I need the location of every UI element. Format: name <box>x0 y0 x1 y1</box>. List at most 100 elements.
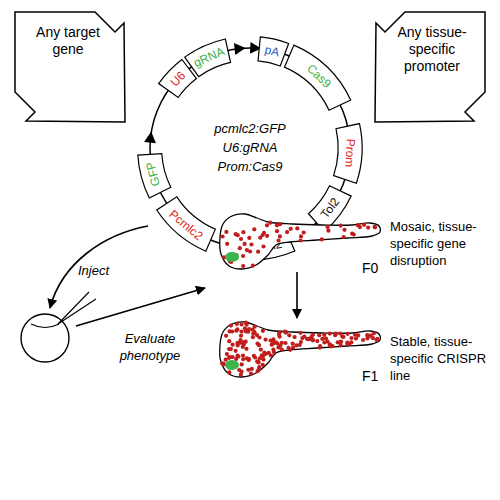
cell-dot <box>317 333 321 337</box>
cell-dot <box>267 351 271 355</box>
cell-dot <box>247 358 251 362</box>
cell-dot <box>283 341 287 345</box>
element-arc <box>279 40 356 116</box>
cell-dot <box>271 348 275 352</box>
cell-dot <box>342 228 346 232</box>
cell-dot <box>257 335 261 339</box>
element-name: Prom <box>336 126 363 181</box>
cell-dot <box>245 248 249 252</box>
cell-dot <box>259 348 263 352</box>
cell-dot <box>361 338 365 342</box>
generation-label: F0 <box>362 260 378 276</box>
cell-dot <box>261 233 265 237</box>
cell-dot <box>299 340 303 344</box>
cell-dot <box>251 335 255 339</box>
cell-dot <box>295 226 299 230</box>
larva-outline: F0 <box>212 210 382 272</box>
cell-dot <box>333 333 337 337</box>
cell-dot <box>240 322 244 326</box>
cell-dot <box>252 330 256 334</box>
injection-needle <box>58 299 96 324</box>
cell-dot <box>298 331 302 335</box>
cell-dot <box>299 234 303 238</box>
cell-dot <box>353 333 357 337</box>
cell-dot <box>244 347 248 351</box>
cell-dot <box>291 342 295 346</box>
node-label: pcmlc2:GFP U6:gRNA Prom:Cas9 <box>210 119 290 176</box>
cell-dot <box>367 334 371 338</box>
cell-dot <box>373 225 377 229</box>
cell-dot <box>299 238 303 242</box>
cell-dot <box>241 341 245 345</box>
cell-dot <box>366 226 370 230</box>
inject-arrow <box>50 226 148 308</box>
cell-dot <box>237 368 241 372</box>
cell-dot <box>294 343 298 347</box>
cell-dot <box>261 244 265 248</box>
cell-dot <box>349 336 353 340</box>
cell-dot <box>250 367 254 371</box>
cell-dot <box>328 332 332 336</box>
cell-dot <box>234 357 238 361</box>
block-arrow-shape <box>15 12 125 122</box>
cell-dot <box>318 344 322 348</box>
plasmid-element: Prom <box>336 126 363 181</box>
cell-dot <box>326 225 330 229</box>
cell-dot <box>320 237 324 241</box>
node-label: Any target gene <box>35 24 101 58</box>
cell-dot <box>252 227 256 231</box>
cell-dot <box>239 329 243 333</box>
element-name: pA <box>257 36 288 65</box>
element-arc <box>255 36 289 67</box>
shape-outline <box>212 210 382 272</box>
cell-dot <box>373 225 377 229</box>
cell-dot <box>260 353 264 357</box>
cell-dot <box>345 342 349 346</box>
cell-dot <box>229 324 233 328</box>
cell-dot <box>252 354 256 358</box>
cell-dot <box>227 370 231 374</box>
connector-arrow <box>296 272 298 318</box>
cell-dot <box>234 349 238 353</box>
element-name: Cas9 <box>285 42 353 109</box>
shape-outline <box>212 318 382 380</box>
cell-dot <box>341 335 345 339</box>
cell-dot <box>220 361 224 365</box>
cell-dot <box>371 336 375 340</box>
cell-dot <box>342 235 346 239</box>
cell-dot <box>239 237 243 241</box>
element-arc <box>184 37 235 79</box>
cell-dot <box>339 343 343 347</box>
cell-dot <box>225 352 229 356</box>
cell-dot <box>328 343 332 347</box>
cell-dot <box>286 346 290 350</box>
plasmid-element: Pcmlc2 <box>156 197 216 253</box>
cell-dot <box>256 369 260 373</box>
annotation: Stable, tissue-specific CRISPR line <box>390 333 495 384</box>
cell-dot <box>293 335 297 339</box>
cell-dot <box>271 341 275 345</box>
cell-dot <box>224 358 228 362</box>
cell-dot <box>224 334 228 338</box>
annotation: Inject <box>78 262 109 279</box>
embryo-egg <box>21 314 69 362</box>
cell-dot <box>243 326 247 330</box>
node-label: Any tissue-specific promoter <box>382 24 482 75</box>
cell-dot <box>278 222 282 226</box>
cell-dot <box>352 232 356 236</box>
cell-dot <box>315 339 319 343</box>
cell-dot <box>255 359 259 363</box>
cell-dot <box>257 343 261 347</box>
injection-needle <box>58 292 89 324</box>
heart-marker <box>225 360 239 370</box>
cell-dot <box>283 330 287 334</box>
plasmid-element: Cas9 <box>285 42 353 109</box>
element-arc <box>136 149 172 199</box>
cell-dot <box>244 321 248 325</box>
cell-dot <box>265 223 269 227</box>
cell-dot <box>268 221 272 225</box>
evaluate-arrow <box>76 288 205 326</box>
cell-dot <box>234 232 238 236</box>
cell-dot <box>228 355 232 359</box>
